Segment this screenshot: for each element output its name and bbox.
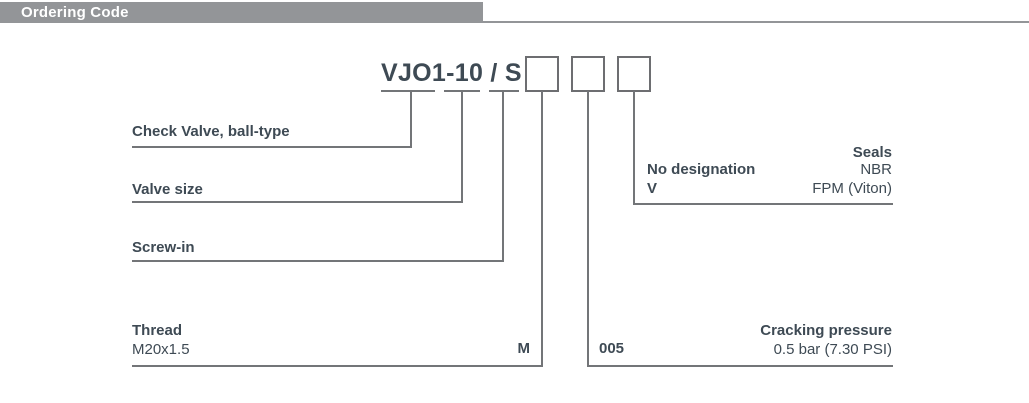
label-valve-size: Valve size (132, 181, 203, 198)
label-thread: Thread (132, 322, 183, 339)
connector-size (461, 90, 463, 203)
code-option-box-2 (571, 56, 605, 92)
underline-thread (132, 365, 543, 367)
seals-option-value-1: NBR (860, 161, 892, 178)
section-title: Ordering Code (21, 4, 129, 21)
connector-screw-in (502, 90, 504, 262)
connector-thread (541, 91, 543, 367)
underline-cracking-pressure (588, 365, 893, 367)
label-screw-in: Screw-in (132, 239, 195, 256)
value-cracking-pressure: 0.5 bar (7.30 PSI) (773, 341, 892, 358)
value-thread: M20x1.5 (132, 341, 190, 358)
connector-seals (633, 91, 635, 205)
seals-option-code-2: V (647, 180, 658, 197)
code-underline-series (381, 90, 435, 92)
section-header-bar: Ordering Code (0, 2, 483, 23)
code-underline-type (489, 90, 519, 92)
label-cracking-pressure: Cracking pressure (760, 322, 892, 339)
cracking-pressure-block: Cracking pressure 0.5 bar (7.30 PSI) (592, 321, 892, 359)
underline-check-valve (132, 146, 412, 148)
underline-screw-in (132, 260, 504, 262)
label-seals: Seals (852, 144, 892, 161)
code-thread: M (517, 340, 531, 357)
connector-series (410, 90, 412, 148)
header-rule-line (483, 21, 1029, 23)
model-code-text: VJO1-10 / S (381, 59, 522, 87)
label-check-valve: Check Valve, ball-type (132, 123, 290, 140)
underline-valve-size (132, 201, 463, 203)
underline-seals (634, 203, 893, 205)
seals-option-value-2: FPM (Viton) (812, 180, 892, 197)
seals-option-code-1: No designation (647, 161, 756, 178)
code-option-box-3 (617, 56, 651, 92)
code-option-box-1 (525, 56, 559, 92)
thread-block: Thread M20x1.5 (132, 321, 190, 359)
connector-cracking-pressure (587, 91, 589, 367)
code-cracking-pressure: 005 (599, 340, 625, 357)
